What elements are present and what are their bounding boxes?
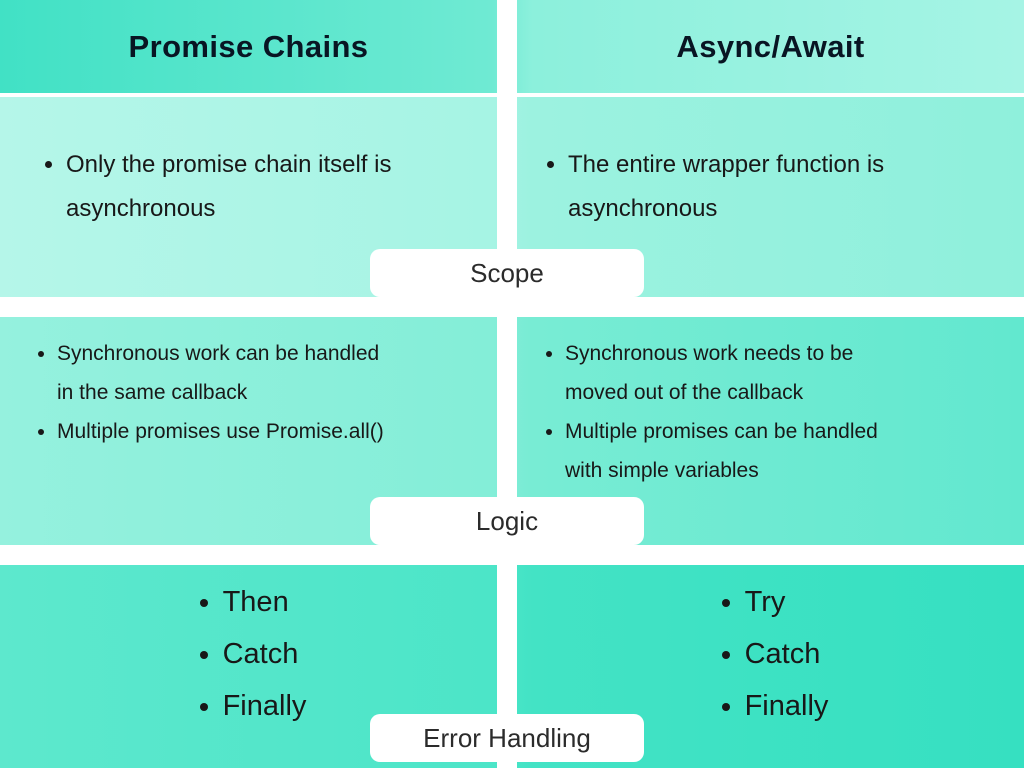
logic-promise-chains-list: Synchronous work can be handled in the s…	[0, 317, 497, 452]
row-logic: Synchronous work can be handled in the s…	[0, 317, 1024, 545]
row-label-scope: Scope	[370, 249, 644, 297]
vertical-divider	[497, 0, 517, 93]
list-item: Multiple promises can be handled with si…	[565, 413, 897, 491]
list-item: Only the promise chain itself is asynchr…	[66, 143, 428, 231]
error-handling-async-await-cell: Try Catch Finally	[517, 565, 1024, 768]
logic-async-await-list: Synchronous work needs to be moved out o…	[517, 317, 1024, 490]
column-title-promise-chains: Promise Chains	[128, 28, 369, 64]
column-header-async-await: Async/Await	[517, 0, 1024, 93]
row-error-handling: Then Catch Finally Try Catch Finally Err…	[0, 565, 1024, 768]
horizontal-divider	[0, 93, 1024, 97]
row-scope: Only the promise chain itself is asynchr…	[0, 97, 1024, 297]
error-handling-promise-chains-list: Then Catch Finally	[191, 576, 307, 733]
logic-promise-chains-cell: Synchronous work can be handled in the s…	[0, 317, 497, 545]
column-header-promise-chains: Promise Chains	[0, 0, 497, 93]
list-item: Synchronous work needs to be moved out o…	[565, 335, 897, 413]
list-item: Finally	[223, 680, 307, 732]
error-handling-promise-chains-cell: Then Catch Finally	[0, 565, 497, 768]
list-item: Then	[223, 576, 307, 628]
header-band: Promise Chains Async/Await	[0, 0, 1024, 93]
row-label-text: Error Handling	[423, 722, 591, 753]
list-item: Synchronous work can be handled in the s…	[57, 335, 389, 413]
row-label-error-handling: Error Handling	[370, 714, 644, 762]
list-item: The entire wrapper function is asynchron…	[568, 143, 930, 231]
scope-async-await-list: The entire wrapper function is asynchron…	[517, 97, 1024, 231]
list-item: Catch	[223, 628, 307, 680]
row-label-text: Scope	[470, 257, 544, 288]
error-handling-async-await-list: Try Catch Finally	[713, 576, 829, 733]
horizontal-divider	[0, 545, 1024, 565]
list-item: Try	[745, 576, 829, 628]
list-item: Finally	[745, 680, 829, 732]
list-item: Catch	[745, 628, 829, 680]
row-label-text: Logic	[475, 505, 539, 536]
list-item: Multiple promises use Promise.all()	[57, 413, 389, 452]
scope-promise-chains-list: Only the promise chain itself is asynchr…	[0, 97, 497, 231]
horizontal-divider	[0, 297, 1024, 317]
scope-promise-chains-cell: Only the promise chain itself is asynchr…	[0, 97, 497, 297]
scope-async-await-cell: The entire wrapper function is asynchron…	[517, 97, 1024, 297]
column-title-async-await: Async/Await	[676, 28, 865, 64]
vertical-divider	[497, 317, 517, 545]
logic-async-await-cell: Synchronous work needs to be moved out o…	[517, 317, 1024, 545]
vertical-divider	[497, 97, 517, 297]
row-label-logic: Logic	[370, 497, 644, 545]
